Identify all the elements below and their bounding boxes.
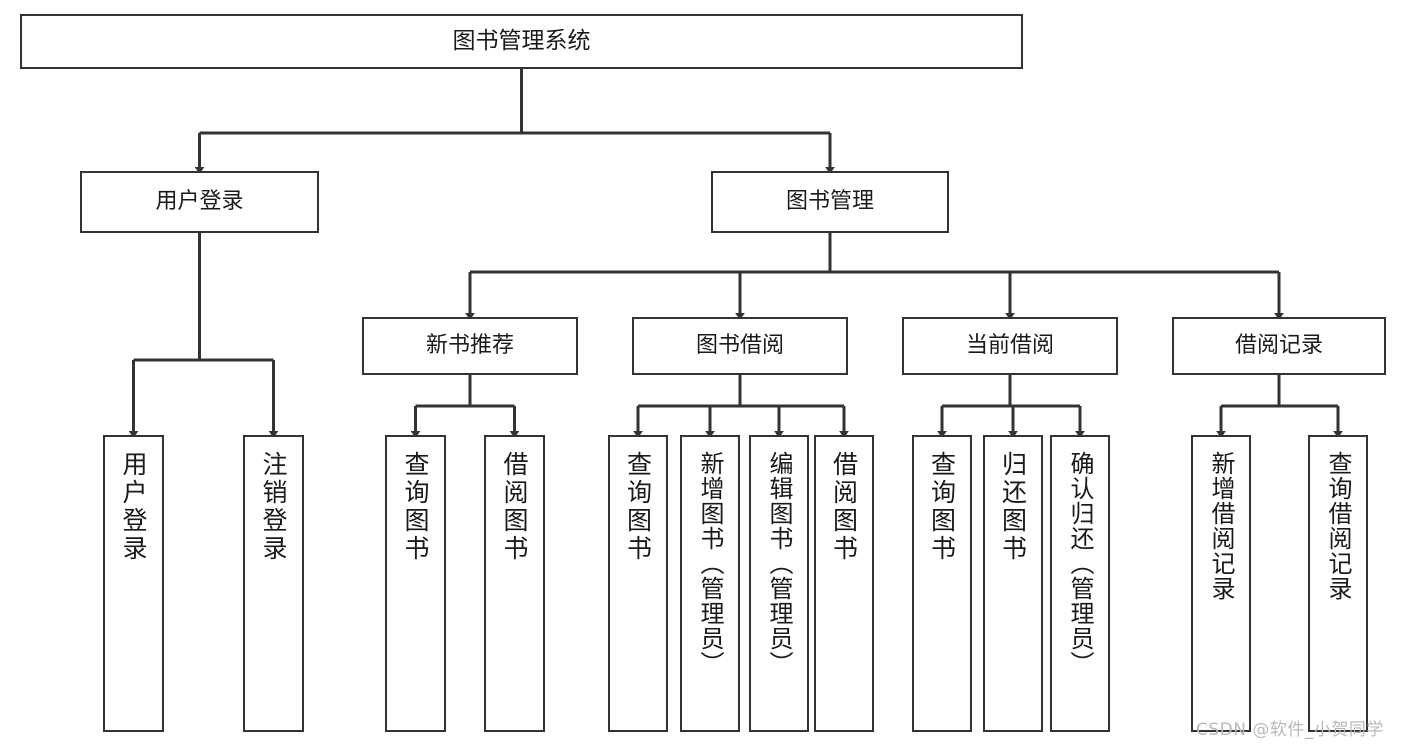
node-leaf-user-login[interactable]: 用户登录 [103,435,164,732]
node-book-borrow[interactable]: 图书借阅 [632,317,848,375]
node-label: 归还图书 [998,451,1028,563]
edge-layer [128,69,1343,438]
node-label: 查询图书 [401,451,430,563]
node-user-login[interactable]: 用户登录 [80,171,319,233]
node-leaf-edit-book[interactable]: 编辑图书（管理员） [749,435,809,732]
node-root[interactable]: 图书管理系统 [20,14,1023,69]
node-label: 新增借阅记录 [1207,451,1235,601]
node-leaf-query-book-2[interactable]: 查询图书 [608,435,668,732]
node-leaf-borrow-book-1[interactable]: 借阅图书 [484,435,545,732]
node-label: 编辑图书（管理员） [765,451,793,676]
node-leaf-return-book[interactable]: 归还图书 [983,435,1043,732]
node-label: 当前借阅 [965,332,1054,358]
node-book-manage[interactable]: 图书管理 [711,171,949,233]
node-leaf-borrow-book-2[interactable]: 借阅图书 [814,435,874,732]
node-label: 图书管理系统 [452,27,591,54]
node-label: 查询图书 [927,451,957,563]
watermark: CSDN @软件_小贺同学 [1196,720,1384,740]
node-label: 新书推荐 [425,332,514,358]
node-label: 注销登录 [259,451,288,563]
node-label: 借阅记录 [1234,332,1323,358]
node-label: 借阅图书 [829,451,859,563]
node-leaf-query-book-3[interactable]: 查询图书 [912,435,972,732]
node-current-borrow[interactable]: 当前借阅 [902,317,1118,375]
node-label: 图书借阅 [695,332,784,358]
node-label: 用户登录 [119,451,148,563]
node-label: 图书管理 [785,188,874,214]
node-leaf-user-logout[interactable]: 注销登录 [243,435,304,732]
node-label: 确认归还（管理员） [1066,451,1094,676]
node-leaf-add-book[interactable]: 新增图书（管理员） [680,435,740,732]
node-borrow-record[interactable]: 借阅记录 [1172,317,1386,375]
node-new-book-recommend[interactable]: 新书推荐 [362,317,578,375]
node-label: 用户登录 [155,188,244,214]
node-leaf-query-book-1[interactable]: 查询图书 [385,435,446,732]
node-leaf-confirm-return[interactable]: 确认归还（管理员） [1050,435,1110,732]
node-label: 查询借阅记录 [1324,451,1352,601]
node-leaf-query-record[interactable]: 查询借阅记录 [1308,435,1368,732]
node-label: 新增图书（管理员） [696,451,724,676]
node-label: 查询图书 [623,451,653,563]
node-label: 借阅图书 [500,451,529,563]
node-leaf-add-record[interactable]: 新增借阅记录 [1191,435,1251,732]
